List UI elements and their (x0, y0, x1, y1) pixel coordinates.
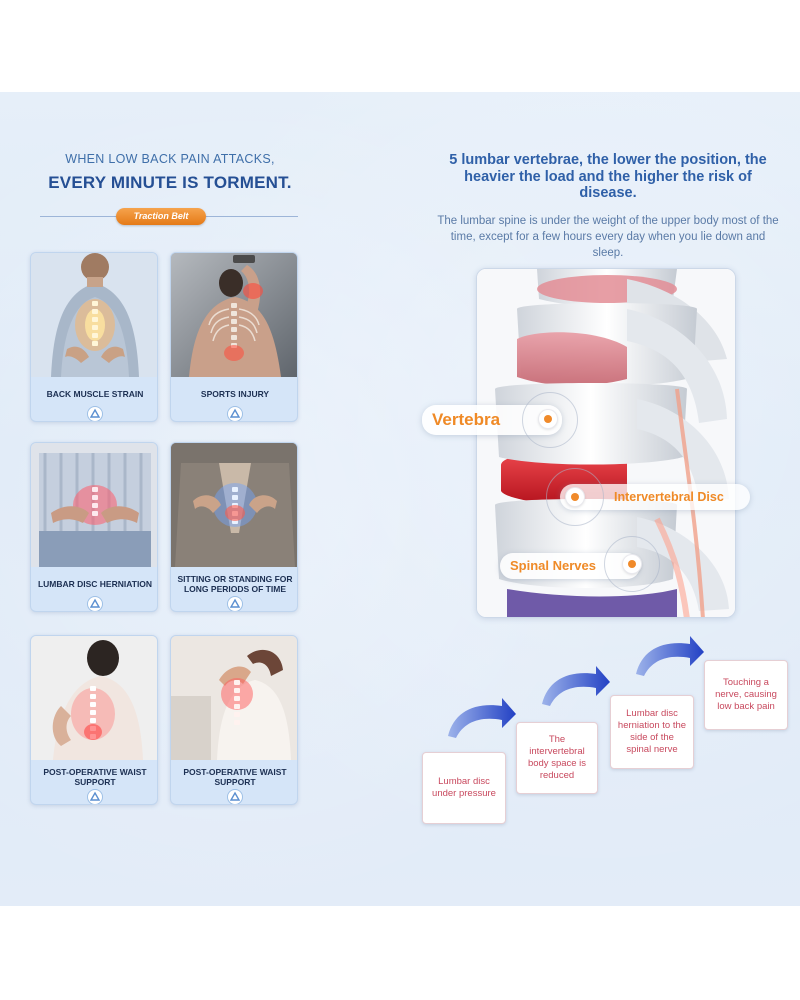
card-label: POST-OPERATIVE WAIST SUPPORT (43, 767, 147, 787)
right-subtitle: The lumbar spine is under the weight of … (437, 215, 779, 259)
card-label: BACK MUSCLE STRAIN (46, 389, 144, 399)
card-sports-injury: SPORTS INJURY (170, 252, 298, 422)
nerves-pulse-ring (604, 536, 660, 592)
triangle-badge-icon (87, 406, 103, 421)
triangle-badge-icon (227, 789, 243, 804)
post-operative-photo-2 (171, 636, 297, 760)
nerves-marker-icon (623, 555, 641, 573)
card-label: LUMBAR DISC HERNIATION (37, 579, 153, 589)
back-muscle-strain-photo (31, 253, 157, 377)
arrow-right-icon (542, 666, 610, 706)
arrow-right-icon (448, 698, 516, 738)
traction-belt-tag: Traction Belt (116, 208, 206, 225)
disc-marker-icon (566, 488, 584, 506)
vertebra-marker-icon (539, 410, 557, 428)
disc-pulse-ring (546, 468, 604, 526)
spine-illustration (476, 268, 736, 618)
card-sitting-standing: SITTING OR STANDING FOR LONG PERIODS OF … (170, 442, 298, 612)
process-arrows (448, 636, 704, 738)
left-heading-line2: EVERY MINUTE IS TORMENT. (48, 173, 292, 192)
arrow-right-icon (636, 636, 704, 676)
step-3-box: Lumbar disc herniation to the side of th… (610, 695, 694, 769)
triangle-badge-icon (87, 789, 103, 804)
step-2-box: The intervertebral body space is reduced (516, 722, 598, 794)
right-title: 5 lumbar vertebrae, the lower the positi… (449, 152, 767, 201)
card-post-operative-1: POST-OPERATIVE WAIST SUPPORT (30, 635, 158, 805)
vertebra-pulse-ring (522, 392, 578, 448)
step-4-box: Touching a nerve, causing low back pain (704, 660, 788, 730)
step-1-box: Lumbar disc under pressure (422, 752, 506, 824)
triangle-badge-icon (87, 596, 103, 611)
triangle-badge-icon (227, 596, 243, 611)
lumbar-disc-herniation-photo (31, 443, 157, 567)
post-operative-photo-1 (31, 636, 157, 760)
sitting-standing-photo (171, 443, 297, 567)
card-label: SPORTS INJURY (200, 389, 270, 399)
left-heading-line1: WHEN LOW BACK PAIN ATTACKS, (65, 152, 275, 166)
card-back-muscle-strain: BACK MUSCLE STRAIN (30, 252, 158, 422)
triangle-badge-icon (227, 406, 243, 421)
sports-injury-photo (171, 253, 297, 377)
card-lumbar-disc-herniation: LUMBAR DISC HERNIATION (30, 442, 158, 612)
card-post-operative-2: POST-OPERATIVE WAIST SUPPORT (170, 635, 298, 805)
card-label: SITTING OR STANDING FOR LONG PERIODS OF … (177, 574, 293, 594)
card-label: POST-OPERATIVE WAIST SUPPORT (183, 767, 287, 787)
infographic-panel: WHEN LOW BACK PAIN ATTACKS, EVERY MINUTE… (0, 92, 800, 906)
